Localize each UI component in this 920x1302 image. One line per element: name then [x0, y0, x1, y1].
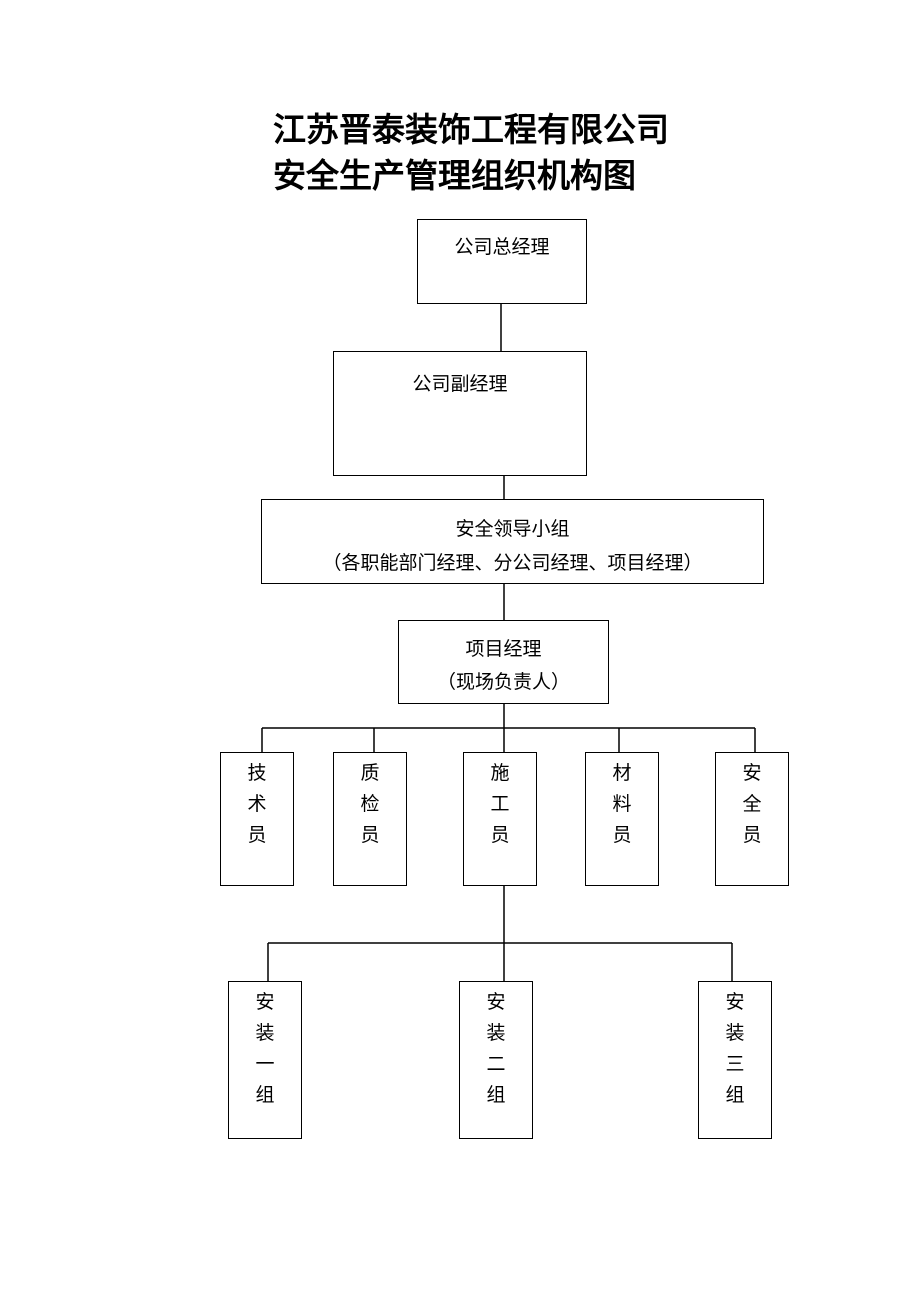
node-install-group-3: 安 装 三 组	[698, 981, 772, 1139]
node-construction-worker-char: 施	[490, 762, 510, 784]
chart-title-line2: 安全生产管理组织机构图	[273, 156, 636, 195]
node-quality-inspector-char: 员	[360, 824, 380, 846]
node-install-group-2-char: 装	[486, 1022, 506, 1044]
node-project-manager: 项目经理 （现场负责人）	[398, 620, 609, 704]
node-general-manager: 公司总经理	[417, 219, 587, 304]
node-install-group-1-char: 装	[255, 1022, 275, 1044]
node-quality-inspector-char: 质	[360, 762, 380, 784]
node-technician-char: 术	[247, 793, 267, 815]
node-safety-officer-char: 员	[742, 824, 762, 846]
node-material-clerk-char: 材	[612, 762, 632, 784]
node-install-group-1-char: 安	[255, 991, 275, 1013]
node-technician-char: 员	[247, 824, 267, 846]
node-quality-inspector: 质 检 员	[333, 752, 407, 886]
node-project-manager-title: 项目经理	[465, 638, 542, 660]
node-safety-officer: 安 全 员	[715, 752, 789, 886]
node-deputy-manager-label: 公司副经理	[412, 373, 508, 395]
node-safety-officer-char: 安	[742, 762, 762, 784]
node-material-clerk: 材 料 员	[585, 752, 659, 886]
node-material-clerk-char: 员	[612, 824, 632, 846]
node-safety-leadership-group: 安全领导小组 （各职能部门经理、分公司经理、项目经理）	[261, 499, 764, 584]
node-technician-char: 技	[247, 762, 267, 784]
node-install-group-3-char: 装	[725, 1022, 745, 1044]
node-construction-worker: 施 工 员	[463, 752, 537, 886]
node-install-group-2-char: 安	[486, 991, 506, 1013]
node-install-group-2: 安 装 二 组	[459, 981, 533, 1139]
node-install-group-3-char: 安	[725, 991, 745, 1013]
node-general-manager-label: 公司总经理	[454, 236, 550, 258]
chart-title-line1: 江苏晋泰装饰工程有限公司	[273, 110, 669, 149]
node-safety-leadership-members: （各职能部门经理、分公司经理、项目经理）	[322, 552, 703, 574]
node-install-group-3-char: 组	[725, 1084, 745, 1106]
node-construction-worker-char: 工	[490, 793, 510, 815]
node-install-group-2-char: 组	[486, 1084, 506, 1106]
node-install-group-3-char: 三	[725, 1053, 745, 1075]
node-project-manager-subtitle: （现场负责人）	[436, 671, 570, 693]
node-deputy-manager: 公司副经理	[333, 351, 587, 476]
node-install-group-2-char: 二	[486, 1053, 506, 1075]
node-install-group-1-char: 组	[255, 1084, 275, 1106]
node-safety-leadership-title: 安全领导小组	[455, 518, 570, 540]
node-safety-officer-char: 全	[742, 793, 762, 815]
node-technician: 技 术 员	[220, 752, 294, 886]
node-install-group-1: 安 装 一 组	[228, 981, 302, 1139]
node-material-clerk-char: 料	[612, 793, 632, 815]
node-install-group-1-char: 一	[255, 1053, 275, 1075]
node-quality-inspector-char: 检	[360, 793, 380, 815]
node-construction-worker-char: 员	[490, 824, 510, 846]
